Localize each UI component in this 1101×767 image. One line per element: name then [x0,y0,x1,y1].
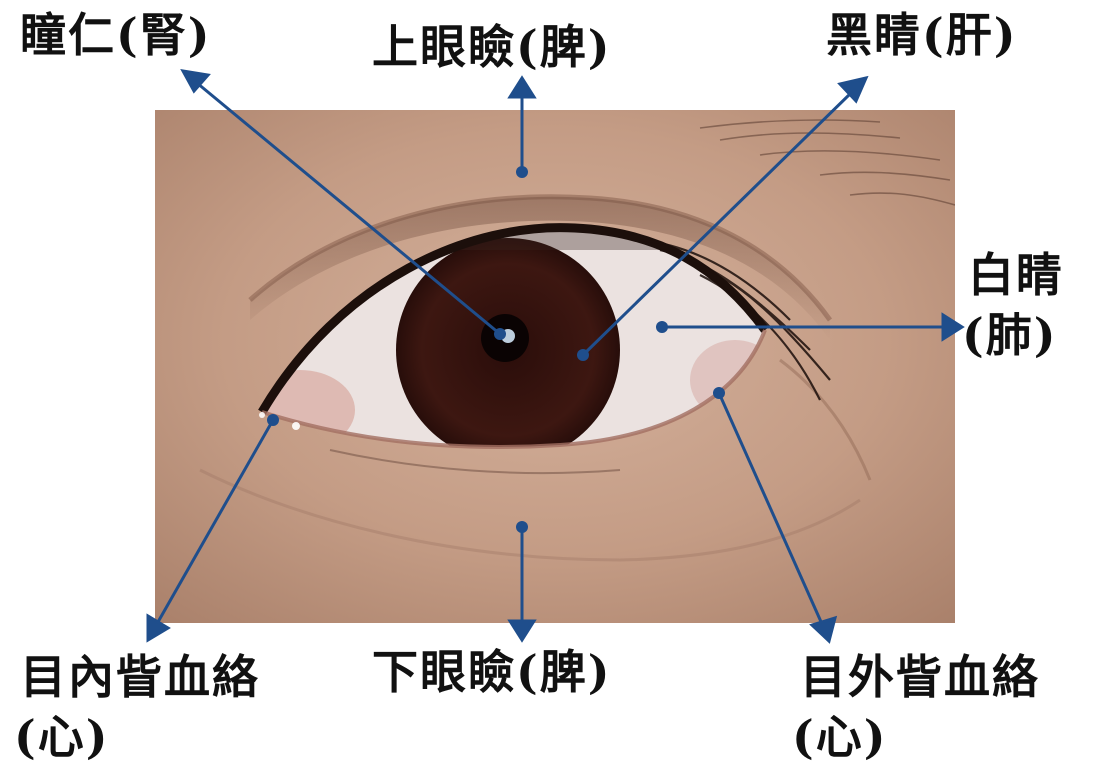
label-inner-canthus-line2: (心) [14,710,110,764]
label-lower-eyelid: 下眼瞼(脾) [372,645,612,699]
label-outer-canthus-line1: 目外眥血絡 [800,650,1040,704]
label-sclera-line2: (肺) [962,308,1058,362]
label-iris: 黑睛(肝) [826,8,1018,62]
label-upper-eyelid: 上眼瞼(脾) [372,20,612,74]
label-sclera-line1: 白睛 [968,248,1064,302]
eye-photo [155,110,955,623]
label-outer-canthus-line2: (心) [792,710,888,764]
label-pupil: 瞳仁(腎) [20,8,212,62]
label-inner-canthus-line1: 目內眥血絡 [20,650,260,704]
